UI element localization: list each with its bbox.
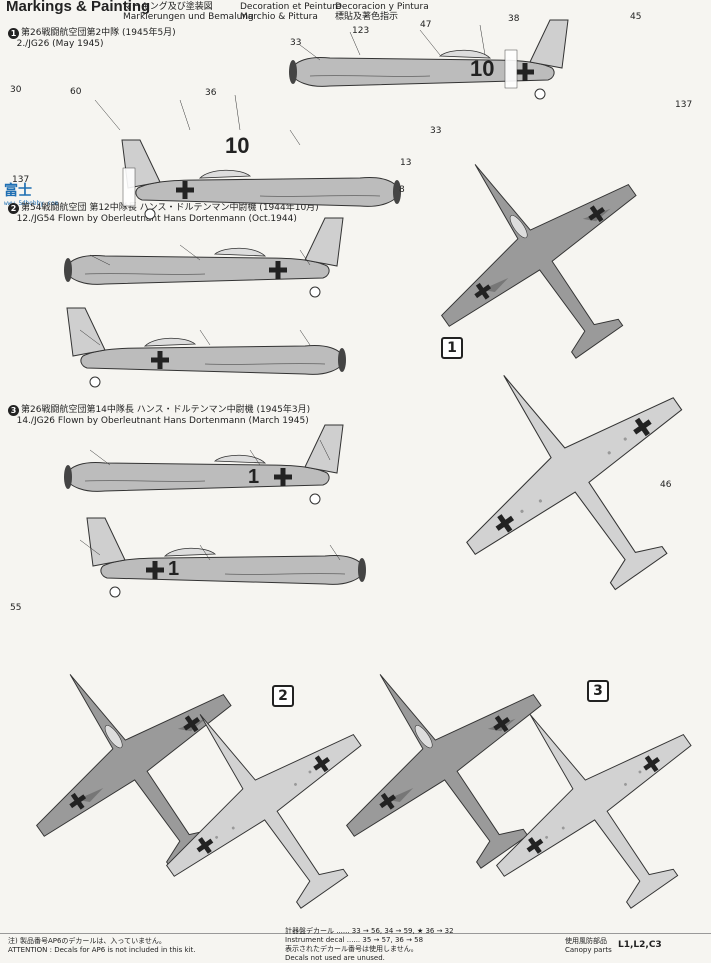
callout: 46 — [660, 480, 672, 490]
a2-plan-top — [0, 608, 289, 918]
callout: 38 — [508, 14, 520, 24]
callout: 45 — [630, 12, 642, 22]
a1-side-left — [121, 139, 402, 220]
callout: 137 — [12, 175, 30, 185]
callout: 8 — [399, 185, 405, 195]
big-label-3: 3 — [587, 680, 609, 702]
canopy-parts-label: 使用風防部品 Canopy parts — [565, 937, 612, 954]
big-label-2: 2 — [272, 685, 294, 707]
callout: 60 — [70, 87, 82, 97]
a3-side-left — [86, 517, 367, 598]
a3-code-left: 1 — [168, 558, 180, 580]
callout: 33 — [290, 38, 302, 48]
a1-plan-bottom — [400, 302, 711, 645]
a1-plan-top — [381, 98, 694, 408]
callout: 47 — [420, 20, 432, 30]
callout: 137 — [675, 100, 693, 110]
watermark-logo: 富士 www.5dhobby.com — [4, 180, 58, 208]
attention-note: 注) 製品番号AP6のデカールは、入っていません。 ATTENTION : De… — [8, 937, 196, 954]
unused-decal-note: 表示されたデカール番号は使用しません。 Decals not used are … — [285, 945, 418, 962]
header-jp-de: マーキング及び塗装図 Markierungen und Bemalung — [123, 2, 254, 22]
header-es-zh: Decoracion y Pintura 標貼及著色指示 — [335, 2, 429, 22]
logo-text: 富士 — [4, 183, 32, 199]
a2-side-right — [63, 217, 344, 298]
a1-code-right: 10 — [470, 56, 495, 81]
header-fr-it: Decoration et Peinture Marchio & Pittura — [240, 2, 342, 22]
instrument-decal-note: 計器盤デカール ...... 33 → 56, 34 → 59, ★ 36 → … — [285, 927, 454, 944]
a1-side-right — [288, 19, 569, 100]
callout: 36 — [205, 88, 217, 98]
a3-side-right — [63, 424, 344, 505]
canopy-parts: L1,L2,C3 — [618, 940, 662, 950]
big-label-1: 1 — [441, 337, 463, 359]
a3-code-right: 1 — [248, 466, 260, 488]
callout: 55 — [10, 603, 22, 613]
a1-code-left: 10 — [225, 133, 250, 158]
callout: 30 — [10, 85, 22, 95]
footer-divider — [0, 933, 711, 934]
callout: 123 — [352, 26, 370, 36]
logo-url: www.5dhobby.com — [4, 200, 59, 207]
page-title: Markings & Painting — [6, 0, 151, 15]
callout: 13 — [400, 158, 412, 168]
callout: 33 — [430, 126, 442, 136]
a2-side-left — [66, 307, 347, 388]
